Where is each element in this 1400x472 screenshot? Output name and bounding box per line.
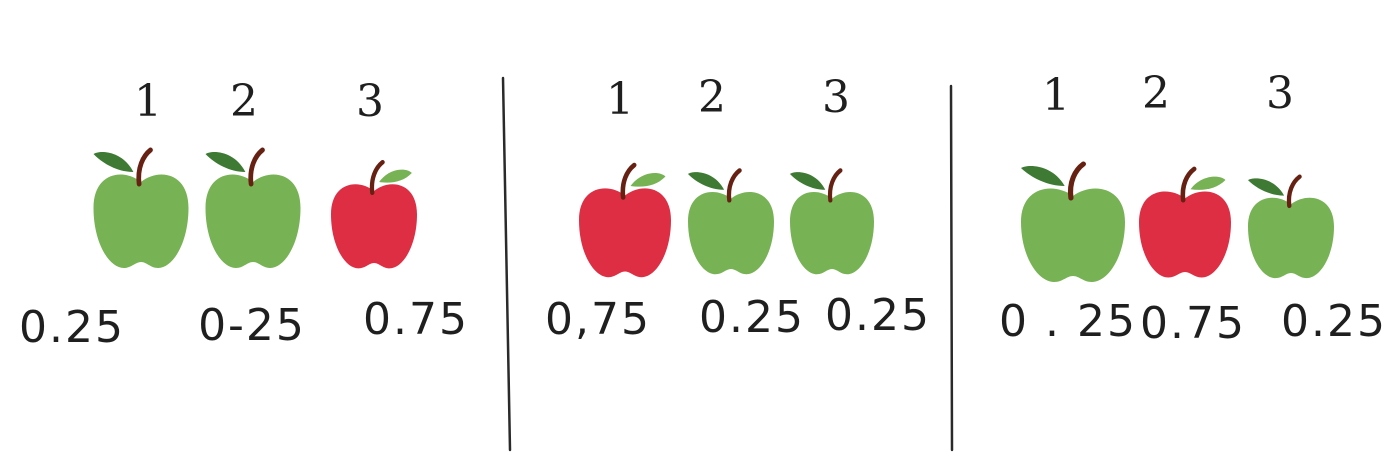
position-label: 1 [134,76,162,127]
position-label: 2 [230,76,258,127]
probability-value: 0 . 25 [999,296,1137,347]
apple-icon [790,170,874,275]
probability-value: 0.75 [1140,298,1246,349]
leaf-icon [1248,178,1285,196]
position-label: 3 [1266,68,1294,119]
leaf-icon [790,172,826,190]
apple-icon [93,150,189,268]
green-apple-body [790,192,874,275]
red-apple-body [331,184,417,269]
position-label: 2 [1142,68,1170,119]
apple-icon [331,162,417,269]
probability-value: 0.25 [19,302,125,353]
leaf-icon [688,172,725,190]
panel-2: 1 2 3 0,75 0.25 0.25 [545,72,931,345]
probability-value: 0.25 [825,290,931,341]
green-apple-body [1248,197,1334,279]
leaf-icon [93,151,134,172]
probability-value: 0.25 [1281,296,1387,347]
position-label: 3 [822,72,850,123]
position-label: 1 [606,74,634,125]
leaf-icon [1190,176,1226,190]
apple-icon [688,170,774,275]
probability-value: 0.75 [363,294,469,345]
red-apple-body [579,188,671,278]
panel-1: 1 2 3 0.25 0-25 0.75 [19,76,469,353]
divider-right [949,84,954,452]
red-apple-body [1139,191,1231,278]
probability-value: 0,75 [545,294,651,345]
probability-value: 0-25 [198,300,306,351]
leaf-icon [1021,165,1065,186]
leaf-icon [379,169,412,183]
leaf-icon [630,172,666,187]
leaf-icon [205,151,246,172]
green-apple-body [205,174,301,268]
apple-icon [1021,164,1125,282]
position-label: 2 [698,72,726,123]
apple-icon [579,165,671,278]
divider-left [501,76,512,452]
probability-value: 0.25 [699,292,805,343]
green-apple-body [1021,188,1125,282]
green-apple-body [93,174,189,268]
apple-icon [205,150,301,268]
apple-icon [1139,169,1231,278]
green-apple-body [688,192,774,275]
apple-icon [1248,177,1334,279]
panel-3: 1 2 3 0 . 25 0.75 0.25 [999,68,1387,349]
position-label: 3 [356,76,384,127]
position-label: 1 [1042,70,1070,121]
